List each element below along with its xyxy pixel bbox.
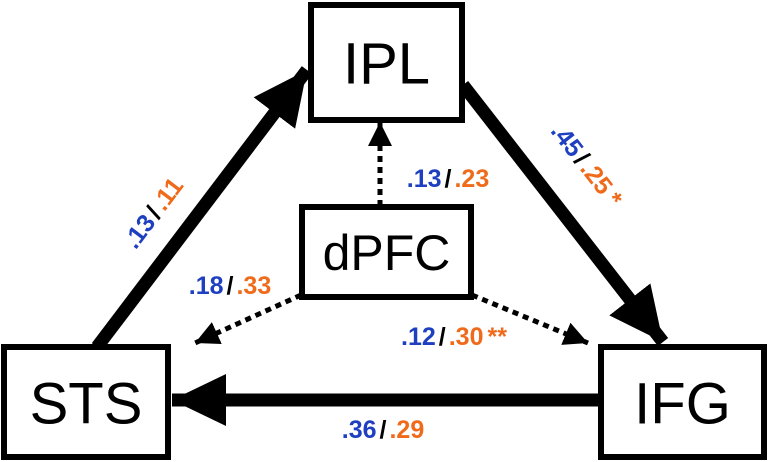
node-sts-label: STS bbox=[30, 372, 143, 437]
edge-label-dpfc-ipl: .13/.23 bbox=[407, 165, 489, 193]
node-ifg: IFG bbox=[598, 344, 767, 460]
edge-label-ifg-sts: .36/.29 bbox=[342, 416, 424, 444]
edge-sts-to-ipl bbox=[91, 66, 313, 351]
node-ifg-label: IFG bbox=[634, 372, 731, 437]
node-sts: STS bbox=[1, 344, 171, 460]
edge-label-dpfc-ifg: .12/.30** bbox=[401, 323, 507, 351]
node-ipl: IPL bbox=[308, 2, 465, 123]
edge-dpfc-to-sts bbox=[193, 292, 303, 346]
edge-ipl-to-ifg bbox=[457, 81, 669, 346]
node-ipl-label: IPL bbox=[343, 32, 430, 97]
edge-label-dpfc-sts: .18/.33 bbox=[189, 272, 271, 300]
node-dpfc-label: dPFC bbox=[323, 225, 451, 281]
node-dpfc: dPFC bbox=[299, 204, 474, 300]
edge-dpfc-to-ifg bbox=[471, 292, 589, 346]
